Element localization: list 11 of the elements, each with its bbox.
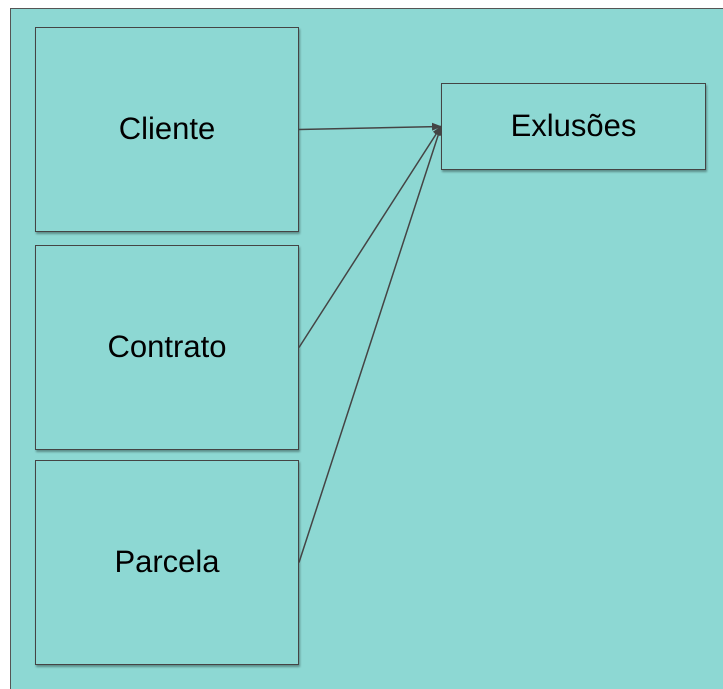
entity-box: [35, 27, 299, 232]
arrow: [298, 126, 442, 348]
entity-label: Parcela: [114, 543, 220, 582]
entity-box: [35, 460, 299, 665]
arrow: [298, 122, 442, 131]
entity-label: Contrato: [108, 328, 226, 366]
entity-box: [35, 245, 299, 450]
arrow: [298, 126, 442, 563]
entity-label: Exlusões: [510, 107, 636, 146]
entity-label: Cliente: [118, 110, 216, 148]
entity-box: [441, 83, 706, 170]
